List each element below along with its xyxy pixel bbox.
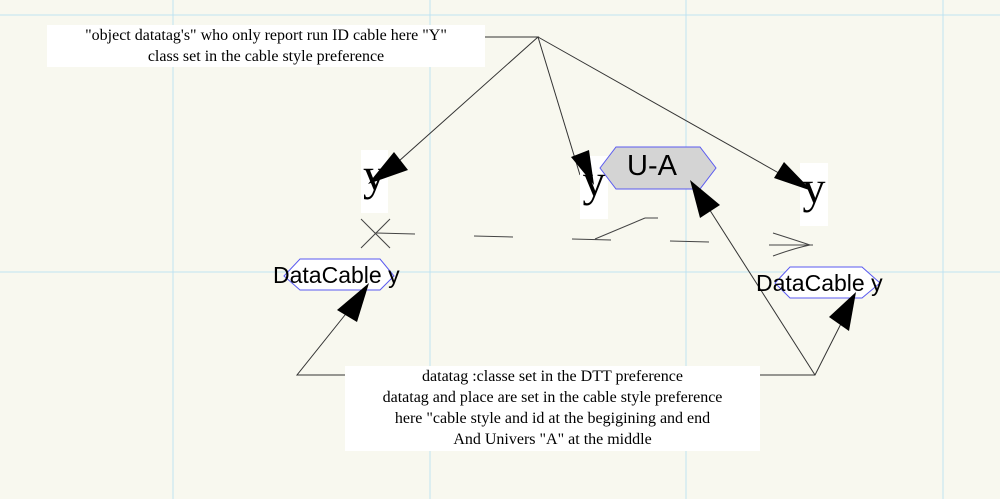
- object-tag-right[interactable]: y: [800, 163, 828, 226]
- object-tag-left[interactable]: y: [361, 150, 388, 213]
- note-line: "object datatag's" who only report run I…: [85, 27, 447, 44]
- cable-tag-middle[interactable]: U-A: [627, 150, 677, 182]
- note-line: datatag and place are set in the cable s…: [382, 389, 723, 406]
- cable-tag-end[interactable]: DataCable y: [756, 270, 883, 296]
- leader-lines: [295, 36, 854, 376]
- cable-tag-start[interactable]: DataCable y: [273, 262, 400, 288]
- cable-tag-note: datatag :classe set in the DTT preferenc…: [345, 366, 760, 451]
- object-tag-note: "object datatag's" who only report run I…: [47, 25, 485, 67]
- note-line: And Univers "A" at the middle: [453, 431, 652, 448]
- note-line: here "cable style and id at the begigini…: [394, 410, 711, 427]
- object-tag-middle[interactable]: y: [580, 156, 608, 219]
- cable-line[interactable]: [360, 217, 813, 257]
- note-line: datatag :classe set in the DTT preferenc…: [422, 368, 683, 385]
- note-line: class set in the cable style preference: [147, 48, 385, 65]
